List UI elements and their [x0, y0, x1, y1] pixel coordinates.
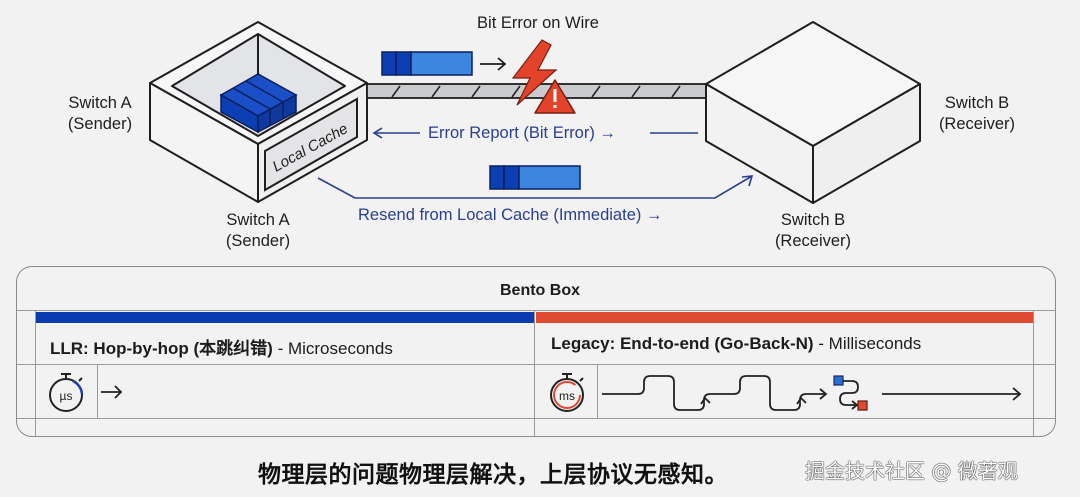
switch-a-bottom-label: Switch A (Sender) [225, 211, 291, 250]
switch-b-bottom-label: Switch B (Receiver) [774, 211, 852, 250]
watermark: 掘金技术社区 @ 微著观 [805, 459, 1018, 483]
fast-arrow-icon [101, 385, 123, 399]
packet-resend [489, 165, 581, 190]
switch-a-side-label: Switch A (Sender) [67, 94, 133, 133]
divider [534, 310, 535, 436]
divider [17, 310, 1056, 311]
svg-text:µs: µs [60, 389, 73, 403]
divider [35, 310, 36, 436]
microseconds-timer-icon: µs [49, 373, 84, 412]
divider [597, 364, 598, 418]
milliseconds-timer-icon: ms [550, 373, 584, 412]
switch-b-side-label: Switch B (Receiver) [938, 94, 1016, 133]
error-report-label: Error Report (Bit Error) → [428, 124, 616, 142]
cached-packets [219, 73, 298, 134]
bento-box [16, 266, 1056, 437]
error-report-line [372, 127, 698, 139]
resend-path [317, 175, 754, 199]
legacy-color-bar [536, 312, 1033, 323]
switch-b-box [705, 21, 921, 204]
arrow-right-icon [480, 57, 507, 71]
lightning-icon [511, 39, 558, 106]
legacy-heading: Legacy: End-to-end (Go-Back-N) - Millise… [551, 334, 922, 353]
slow-retransmit-path-icon [602, 375, 1022, 411]
divider [97, 364, 98, 418]
divider [17, 418, 1056, 419]
caption: 物理层的问题物理层解决，上层协议无感知。 [258, 462, 728, 488]
resend-label: Resend from Local Cache (Immediate) → [358, 206, 663, 224]
bento-title: Bento Box [500, 282, 580, 299]
svg-text:ms: ms [559, 389, 575, 403]
bit-error-label: Bit Error on Wire [477, 14, 599, 32]
divider [1033, 310, 1034, 436]
divider [17, 364, 1056, 365]
llr-heading: LLR: Hop-by-hop (本跳纠错) - Microseconds [50, 339, 393, 358]
packet-in-flight [381, 51, 473, 76]
llr-color-bar [36, 312, 534, 323]
warning-icon [534, 79, 576, 114]
llr-diagram: Local Cache [149, 21, 921, 204]
